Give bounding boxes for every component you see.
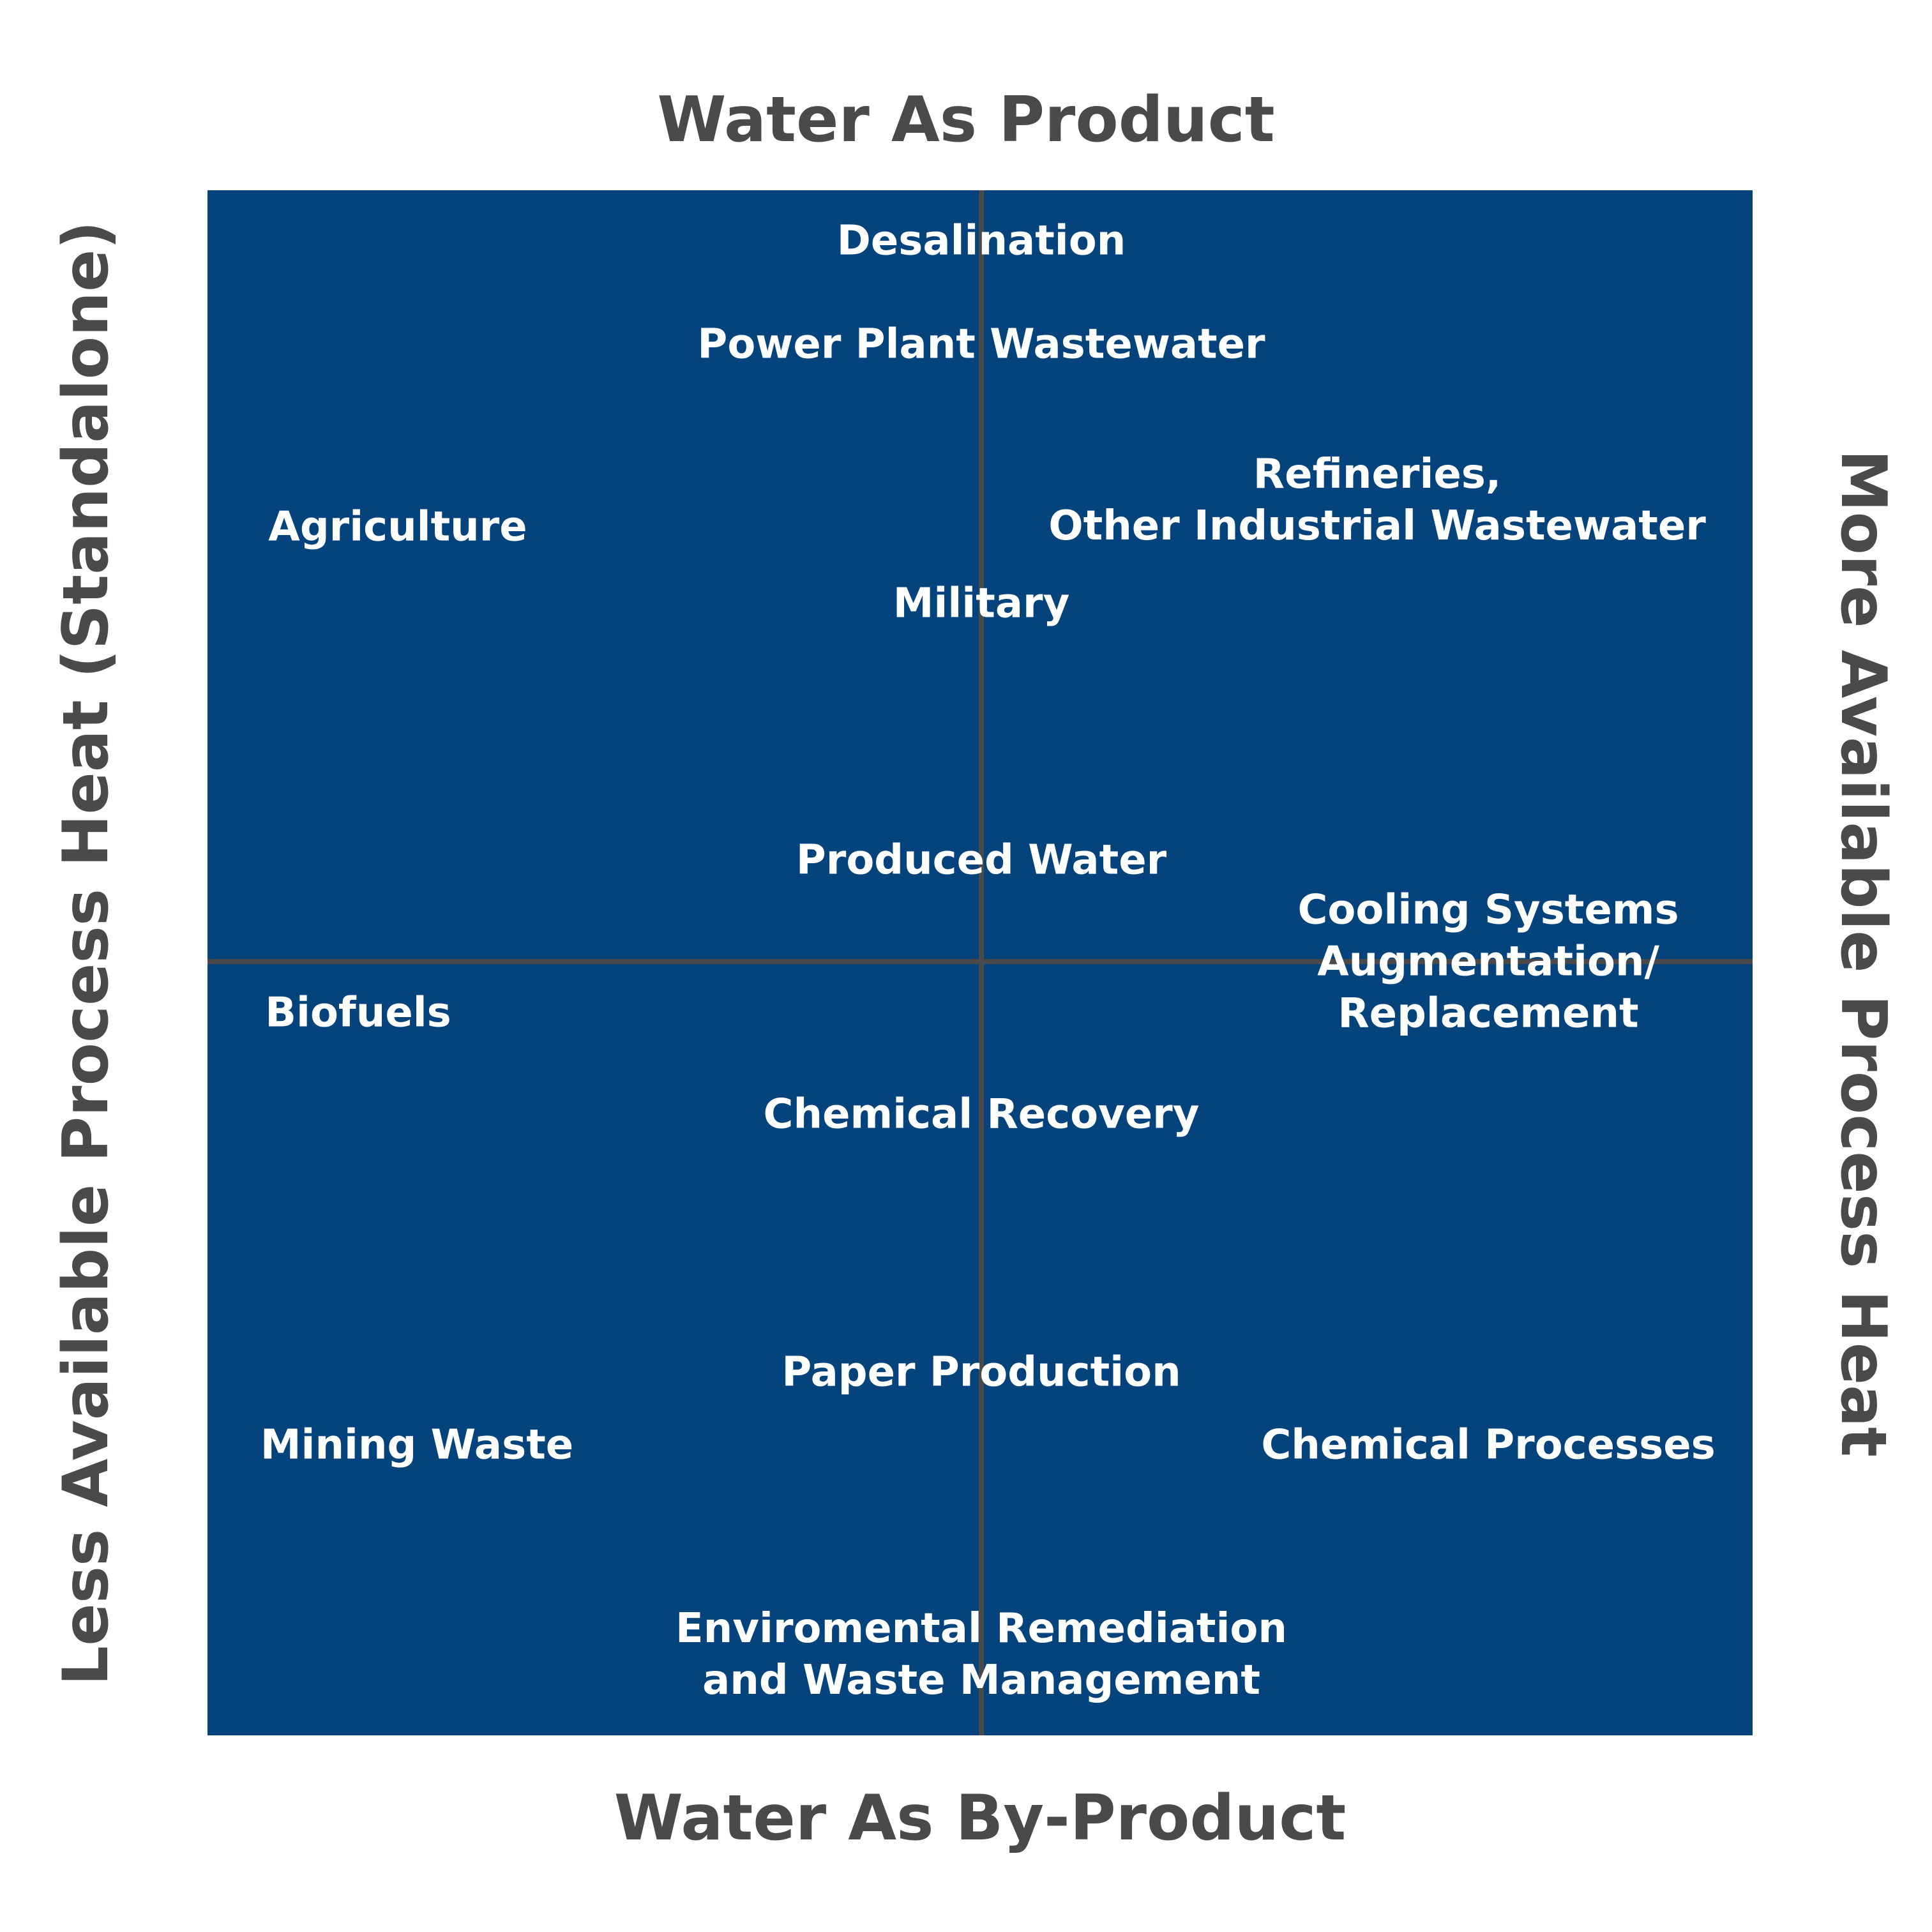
item-mining-waste: Mining Waste	[260, 1421, 574, 1469]
axis-label-right: More Available Process Heat	[1827, 449, 1899, 1458]
item-cooling-systems-line-1: Cooling Systems	[1297, 886, 1679, 934]
item-paper-production: Paper Production	[781, 1348, 1181, 1396]
item-chemical-processes: Chemical Processes	[1261, 1421, 1716, 1469]
item-environmental-remediation-line-2: and Waste Management	[702, 1657, 1260, 1704]
item-produced-water: Produced Water	[796, 836, 1167, 884]
item-chemical-recovery: Chemical Recovery	[763, 1091, 1200, 1138]
axis-label-top: Water As Product	[657, 84, 1275, 156]
item-refineries: Refineries, Other Industrial Wastewater	[1048, 449, 1706, 552]
horizontal-divider	[208, 959, 1753, 964]
item-cooling-systems-line-3: Replacement	[1338, 990, 1639, 1038]
item-power-plant-wastewater: Power Plant Wastewater	[697, 321, 1265, 368]
item-environmental-remediation-line-1: Enviromental Remediation	[675, 1605, 1287, 1652]
item-desalination: Desalination	[836, 217, 1126, 265]
axis-label-bottom: Water As By-Product	[614, 1782, 1347, 1855]
axis-label-left: Less Available Process Heat (Standalone)	[50, 220, 123, 1686]
item-cooling-systems: Cooling Systems Augmentation/ Replacemen…	[1297, 885, 1679, 1040]
item-agriculture: Agriculture	[268, 503, 527, 551]
quadrant-matrix: Desalination Power Plant Wastewater Refi…	[208, 190, 1753, 1735]
item-refineries-line-2: Other Industrial Wastewater	[1048, 502, 1706, 550]
item-environmental-remediation: Enviromental Remediation and Waste Manag…	[675, 1603, 1287, 1707]
item-military: Military	[893, 580, 1070, 628]
item-biofuels: Biofuels	[265, 989, 451, 1037]
item-refineries-line-1: Refineries,	[1253, 451, 1502, 498]
item-cooling-systems-line-2: Augmentation/	[1317, 938, 1659, 986]
